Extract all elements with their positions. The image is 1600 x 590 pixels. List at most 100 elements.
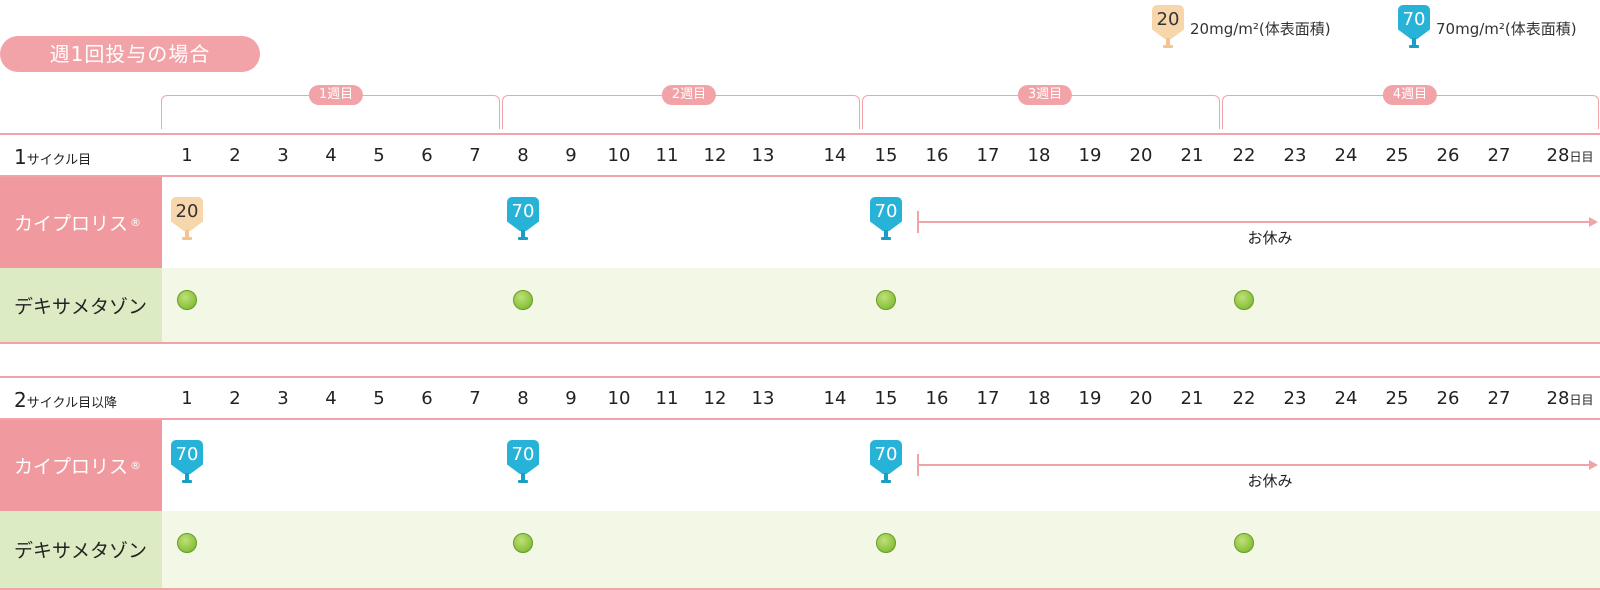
drip-bag-icon: 20 (1152, 5, 1184, 51)
day-number: 13 (741, 388, 785, 409)
day-number: 4 (309, 388, 353, 409)
drug-label-dexamethasone: デキサメタゾン (0, 511, 162, 588)
day-value: 5 (373, 145, 385, 166)
divider (0, 588, 1600, 590)
day-number: 24 (1324, 145, 1368, 166)
cycle-number: 2 (14, 388, 27, 412)
day-value: 11 (655, 145, 679, 166)
day-value: 11 (655, 388, 679, 409)
day-number: 20 (1119, 145, 1163, 166)
day-value: 19 (1078, 388, 1102, 409)
day-value: 16 (925, 145, 949, 166)
day-value: 24 (1334, 145, 1358, 166)
legend-item-70: 70 70mg/m²(体表面積) (1398, 5, 1577, 51)
day-value: 1 (181, 388, 193, 409)
day-number: 10 (597, 388, 641, 409)
day-number: 25 (1375, 145, 1419, 166)
divider (0, 418, 1600, 420)
day-number: 4 (309, 145, 353, 166)
day-value: 25 (1385, 388, 1409, 409)
day-value: 13 (751, 388, 775, 409)
day-number: 18 (1017, 145, 1061, 166)
drug-name: カイプロリス (14, 456, 129, 478)
rest-period-line (917, 464, 1590, 466)
day-value: 9 (565, 145, 577, 166)
day-number: 27 (1477, 145, 1521, 166)
bag-value: 70 (874, 201, 898, 222)
day-number: 25 (1375, 388, 1419, 409)
day-value: 12 (703, 145, 727, 166)
day-value: 8 (517, 388, 529, 409)
day-number: 12 (693, 388, 737, 409)
day-value: 6 (421, 145, 433, 166)
day-number: 10 (597, 145, 641, 166)
day-value: 13 (751, 145, 775, 166)
dex-dose-markers-2 (0, 511, 1600, 588)
day-value: 12 (703, 388, 727, 409)
day-value: 17 (976, 388, 1000, 409)
day-number: 23 (1273, 145, 1317, 166)
day-suffix: 日目 (1569, 393, 1594, 407)
legend-text: 70mg/m²(体表面積) (1436, 19, 1577, 38)
dose-markers-1: 20 70 70 (0, 177, 1600, 268)
dose-dot (177, 290, 197, 310)
day-number: 9 (549, 145, 593, 166)
day-value: 6 (421, 388, 433, 409)
day-value: 14 (823, 388, 847, 409)
day-number: 18 (1017, 388, 1061, 409)
bag-value: 20 (175, 201, 199, 222)
day-number: 3 (261, 145, 305, 166)
day-number: 28日目 (1538, 388, 1600, 409)
week-label-1: 1週目 (308, 85, 364, 105)
day-value: 27 (1487, 388, 1511, 409)
day-number: 22 (1222, 388, 1266, 409)
cycle-text: サイクル目以降 (26, 396, 118, 411)
day-value: 5 (373, 388, 385, 409)
day-value: 10 (607, 388, 631, 409)
day-number: 24 (1324, 388, 1368, 409)
day-number: 9 (549, 388, 593, 409)
day-number: 6 (405, 388, 449, 409)
drug-label-carfilzomib: カイプロリス® (0, 177, 162, 268)
day-number: 19 (1068, 145, 1112, 166)
day-value: 3 (277, 145, 289, 166)
drug-label-dexamethasone: デキサメタゾン (0, 268, 162, 342)
day-value: 22 (1232, 145, 1256, 166)
day-number: 12 (693, 145, 737, 166)
bag-value: 70 (511, 444, 535, 465)
rest-label: お休み (1247, 229, 1293, 247)
day-number: 28日目 (1538, 145, 1600, 166)
rest-label: お休み (1247, 472, 1293, 490)
day-number: 22 (1222, 145, 1266, 166)
legend-item-20: 20 20mg/m²(体表面積) (1152, 5, 1331, 51)
day-value: 23 (1283, 145, 1307, 166)
bag-value: 70 (874, 444, 898, 465)
registered-mark: ® (130, 216, 142, 229)
dose-dot (513, 290, 533, 310)
dexamethasone-row-1: デキサメタゾン (0, 268, 1600, 342)
day-number: 2 (213, 145, 257, 166)
day-number: 26 (1426, 388, 1470, 409)
day-number: 16 (915, 388, 959, 409)
drip-bag-icon: 70 (1398, 5, 1430, 51)
day-value: 28 (1546, 388, 1570, 409)
day-number: 7 (453, 388, 497, 409)
bag-value: 70 (511, 201, 535, 222)
day-value: 15 (874, 145, 898, 166)
day-value: 8 (517, 145, 529, 166)
day-value: 21 (1180, 388, 1204, 409)
day-number: 15 (864, 388, 908, 409)
day-value: 26 (1436, 145, 1460, 166)
day-value: 20 (1129, 145, 1153, 166)
dose-dot (177, 533, 197, 553)
dose-dot (876, 533, 896, 553)
day-value: 17 (976, 145, 1000, 166)
day-value: 4 (325, 145, 337, 166)
legend-text: 20mg/m²(体表面積) (1190, 19, 1331, 38)
carfilzomib-row-1: カイプロリス® 20 70 70 お休み (0, 177, 1600, 268)
divider (0, 133, 1600, 135)
day-value: 3 (277, 388, 289, 409)
day-number: 14 (813, 388, 857, 409)
day-number: 1 (165, 388, 209, 409)
